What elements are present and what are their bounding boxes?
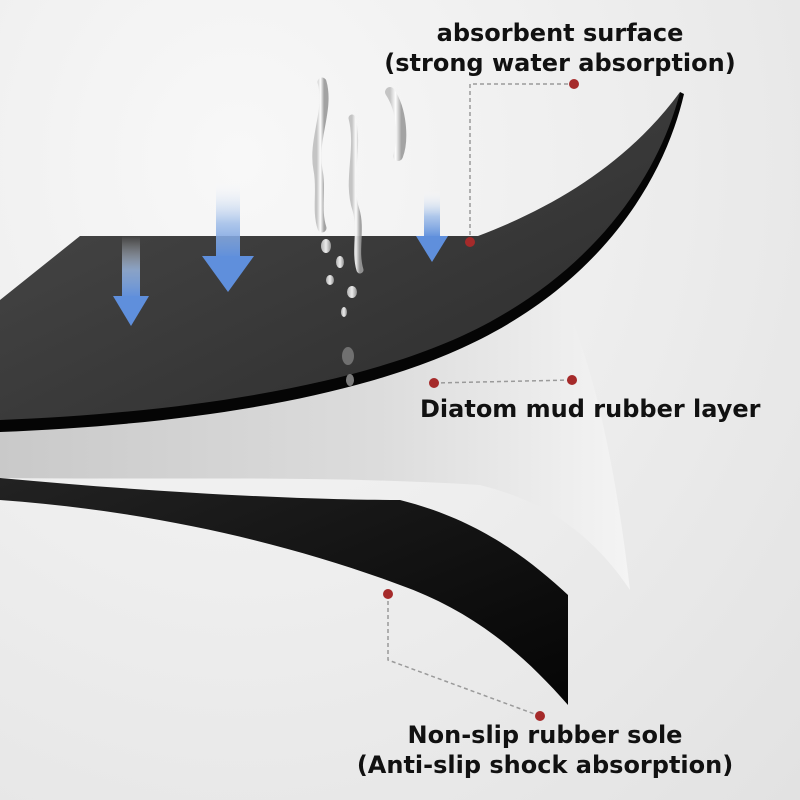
marker-dot [567, 375, 577, 385]
marker-dot [429, 378, 439, 388]
surface-label: absorbent surface (strong water absorpti… [360, 18, 760, 78]
water-drop-icon [312, 77, 407, 386]
marker-dot [535, 711, 545, 721]
surface-label-line1: absorbent surface [436, 19, 684, 47]
marker-dot [569, 79, 579, 89]
bottom-label-line1: Non-slip rubber sole [407, 721, 683, 749]
bottom-label-line2: (Anti-slip shock absorption) [356, 751, 734, 779]
marker-dot [465, 237, 475, 247]
leader-line-bottom [387, 594, 541, 717]
bottom-label: Non-slip rubber sole (Anti-slip shock ab… [330, 720, 760, 780]
down-arrow-icon [113, 236, 149, 326]
leader-line-middle [433, 379, 573, 384]
middle-label: Diatom mud rubber layer [420, 394, 800, 424]
down-arrow-icon [202, 180, 254, 292]
bottom-rubber-layer [0, 478, 568, 705]
middle-label-line1: Diatom mud rubber layer [420, 395, 761, 423]
surface-label-line2: (strong water absorption) [384, 49, 736, 77]
down-arrow-icon [416, 190, 448, 262]
leader-line-surface [469, 83, 574, 242]
marker-dot [383, 589, 393, 599]
